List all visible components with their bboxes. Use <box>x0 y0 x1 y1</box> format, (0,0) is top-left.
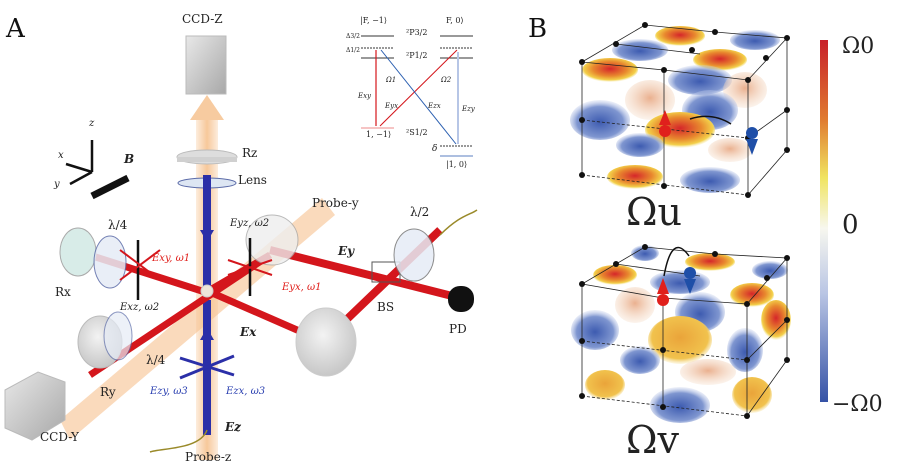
polarization-yx-cross-b <box>227 259 273 276</box>
rx-label: Rx <box>55 285 71 299</box>
colorbar-min-label: −Ω0 <box>832 392 883 417</box>
rx-mirror <box>59 227 97 277</box>
spin-up-arrow-v <box>657 278 669 294</box>
fiber-bottom <box>149 429 208 453</box>
colorbar-max-label: Ω0 <box>842 34 875 59</box>
spin-down-particle-v <box>684 267 696 279</box>
level-exy-label: Exy <box>358 92 372 100</box>
ccd-y-label: CCD-Y <box>40 430 79 444</box>
ry-label: Ry <box>100 385 116 399</box>
omega1-label: Ω1 <box>386 76 397 84</box>
polarization-z-star-b <box>179 354 235 380</box>
axis-z-label: z <box>89 118 95 129</box>
eyx-w1-label: Eyx, ω1 <box>282 282 322 293</box>
p12-label: ²P1/2 <box>406 51 428 60</box>
delta-12-label: Δ1/2 <box>346 47 360 54</box>
quarter-wave-plate-x <box>93 235 127 289</box>
axis-y-label: y <box>54 179 60 190</box>
rz-label: Rz <box>242 146 258 160</box>
exy-w1-label: Exy, ω1 <box>152 253 191 264</box>
delta-label: δ <box>432 144 438 154</box>
quarter-wave-plate-y <box>103 311 133 361</box>
probe-y-label: Probe-y <box>312 196 359 210</box>
level-diagram <box>361 35 473 157</box>
rz-mirror-edge <box>177 157 237 162</box>
ez-label: Ez <box>225 420 241 434</box>
ey-label: Ey <box>338 244 355 258</box>
colorbar <box>820 40 828 402</box>
probe-z-arrowhead <box>190 95 224 120</box>
ground-minus1-label: 1, −1⟩ <box>366 130 392 139</box>
pd-label: PD <box>449 322 467 336</box>
ezx-w3-label: Ezx, ω3 <box>226 386 266 397</box>
level-eyx-label: Eyx <box>385 102 399 110</box>
ezy-w3-label: Ezy, ω3 <box>150 386 188 397</box>
colorbar-mid-label: 0 <box>842 210 859 240</box>
hopping-arrow-v <box>663 246 690 277</box>
transition-ezx <box>380 49 457 145</box>
bs-label: BS <box>377 300 395 314</box>
quarter-wave-label-bottom: λ/4 <box>146 353 166 367</box>
ccd-z-camera <box>185 35 227 95</box>
level-ezx-label: Ezx <box>428 102 441 110</box>
ex-mirror <box>295 307 357 377</box>
atom-cell <box>200 284 214 298</box>
level-ezy-label: Ezy <box>462 105 475 113</box>
exz-w2-label: Exz, ω2 <box>120 302 160 313</box>
panel-a-letter: A <box>6 14 25 44</box>
photodiode <box>448 286 474 312</box>
fiber-top <box>439 209 478 236</box>
red-beam-ey <box>269 246 469 304</box>
omega-v-lattice <box>571 244 791 423</box>
spin-down-particle <box>746 127 758 139</box>
lens-label: Lens <box>238 173 267 187</box>
polarization-xy-cross-b <box>119 249 161 281</box>
b-field-arrow <box>90 174 130 200</box>
omega-u-lattice <box>570 22 790 198</box>
state-f-minus1-label: |F, −1⟩ <box>360 16 387 25</box>
omega2-label: Ω2 <box>441 76 452 84</box>
b-field-label: B <box>124 152 135 166</box>
omega-u-label: Ωu <box>626 190 682 234</box>
probe-z-label: Probe-z <box>185 450 232 464</box>
omega-v-label: Ωv <box>626 418 679 462</box>
state-f-0-label: F, 0⟩ <box>446 16 464 25</box>
blue-arrow-down <box>200 230 214 242</box>
ccd-y-camera <box>4 371 66 441</box>
axis-x-arrow <box>65 162 93 174</box>
s12-label: ²S1/2 <box>406 128 428 137</box>
spin-down-arrow-v <box>684 279 696 294</box>
transition-eyx <box>379 49 458 127</box>
delta-32-label: Δ3/2 <box>346 33 360 40</box>
blue-arrow-up <box>200 328 214 340</box>
yz-plate <box>245 214 299 266</box>
spin-up-particle-v <box>657 294 669 306</box>
ex-label: Ex <box>240 325 257 339</box>
p32-label: ²P3/2 <box>406 28 428 37</box>
axis-y-arrow <box>69 170 93 186</box>
hopping-arrow-u <box>689 115 732 125</box>
spin-up-particle <box>659 125 671 137</box>
quarter-wave-label-top: λ/4 <box>108 218 128 232</box>
ccd-z-label: CCD-Z <box>182 12 223 26</box>
panel-b-letter: B <box>528 14 548 44</box>
half-wave-plate <box>393 228 435 282</box>
spin-up-arrow <box>659 110 671 125</box>
spin-down-arrow <box>746 139 758 155</box>
axis-x-label: x <box>58 150 64 161</box>
eyz-w2-label: Eyz, ω2 <box>230 218 270 229</box>
ground-0-label: |1, 0⟩ <box>446 160 468 169</box>
half-wave-label: λ/2 <box>410 205 430 219</box>
